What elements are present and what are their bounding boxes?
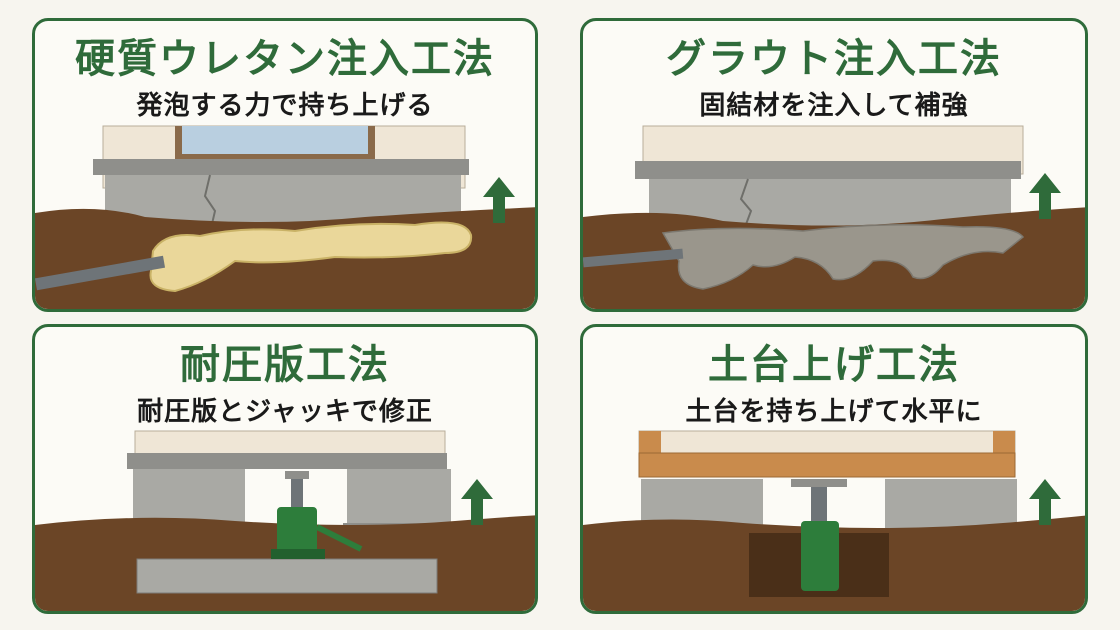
panel-urethane-injection: 硬質ウレタン注入工法 発泡する力で持ち上げる — [32, 18, 538, 312]
up-arrow-icon — [483, 177, 515, 223]
jack-body — [277, 507, 317, 553]
jack-lever — [315, 524, 363, 552]
panel-subtitle: 発泡する力で持ち上げる — [136, 91, 434, 121]
foundation-left — [133, 469, 245, 525]
panel-title: グラウト注入工法 — [666, 36, 1002, 82]
foundation-beam — [127, 453, 447, 469]
panel-title: 硬質ウレタン注入工法 — [75, 36, 495, 82]
up-arrow-icon — [1029, 479, 1061, 525]
panel-pressure-plate: 耐圧版工法 耐圧版とジャッキで修正 — [32, 324, 538, 614]
up-arrow-icon — [1029, 173, 1061, 219]
crack — [739, 178, 753, 228]
foundation-top — [635, 161, 1021, 179]
wood-sill — [638, 452, 1016, 478]
up-arrow-icon — [461, 479, 493, 525]
panel-title: 土台上げ工法 — [708, 342, 960, 388]
house-wall — [638, 430, 1016, 454]
jack-base — [271, 549, 325, 559]
pressure-plate — [136, 558, 438, 594]
panel-subtitle: 固結材を注入して補強 — [699, 91, 969, 121]
panel-subtitle: 耐圧版とジャッキで修正 — [137, 397, 433, 427]
jack-top — [285, 471, 309, 479]
grout — [661, 224, 1025, 290]
injection-pipe — [35, 255, 166, 291]
jack-top — [791, 479, 847, 487]
panel-grout-injection: グラウト注入工法 固結材を注入して補強 — [580, 18, 1088, 312]
pressure-plate-illustration — [35, 430, 535, 611]
panel-title: 耐圧版工法 — [180, 342, 390, 388]
injection-pipe — [583, 248, 684, 268]
jack-screw — [811, 487, 827, 521]
window-glass — [182, 126, 368, 154]
foundation-top — [93, 159, 469, 175]
grout-injection-illustration — [583, 125, 1085, 309]
panel-subtitle: 土台を持ち上げて水平に — [685, 397, 983, 427]
panel-sill-raising: 土台上げ工法 土台を持ち上げて水平に — [580, 324, 1088, 614]
sill-raising-illustration — [583, 430, 1085, 611]
urethane-foam — [149, 221, 473, 293]
jack-screw — [291, 479, 303, 507]
house-wall — [134, 430, 446, 456]
foundation-right — [347, 469, 451, 525]
jack-body — [801, 521, 839, 591]
urethane-injection-illustration — [35, 125, 535, 309]
